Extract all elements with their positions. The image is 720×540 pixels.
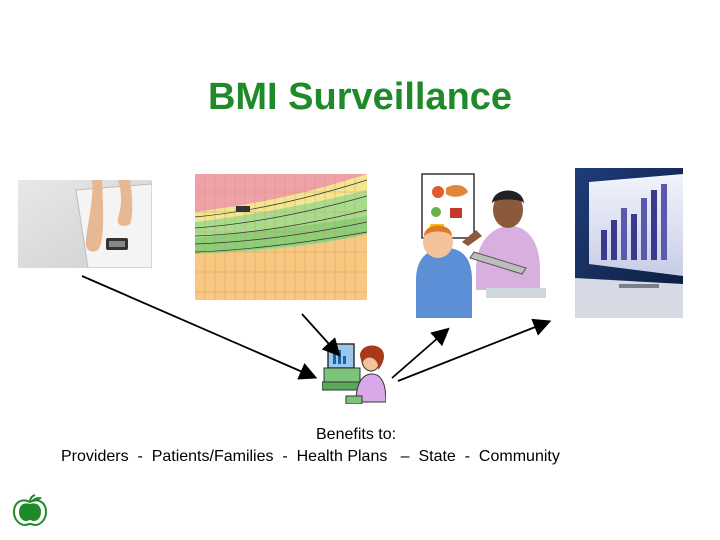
computer-monitor-bar-chart-photo (575, 168, 683, 318)
arrow-chart-to-user (301, 313, 341, 357)
arrow-user-to-consultation (391, 327, 450, 379)
doctor-patient-consultation-clipart (416, 173, 546, 318)
feet-on-scale-photo (18, 180, 152, 268)
slide-title: BMI Surveillance (207, 76, 513, 118)
bmi-for-age-growth-chart (190, 172, 376, 310)
apple-logo-icon (12, 494, 48, 526)
benefits-list: Providers - Patients/Families - Health P… (61, 448, 560, 465)
arrow-scale-to-user (81, 275, 318, 380)
arrow-user-to-monitor (397, 318, 552, 382)
woman-at-computer-clipart (322, 343, 386, 404)
benefits-heading: Benefits to: (316, 426, 397, 443)
